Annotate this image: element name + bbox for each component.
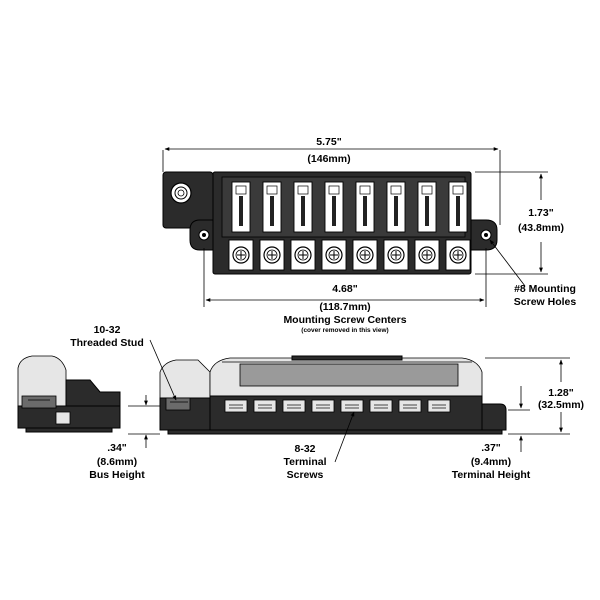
side-terminal-row	[224, 399, 451, 413]
fuse-head	[266, 185, 278, 195]
terminal-screw-slot	[454, 251, 462, 259]
mounting-holes-label-line2: Screw Holes	[514, 296, 577, 308]
terminal-height-inches-label: .37"	[481, 442, 501, 454]
terminal-screw-slot	[392, 251, 400, 259]
fuse-head	[235, 185, 247, 195]
terminal-screw-slot	[237, 251, 245, 259]
side-terminal	[253, 399, 277, 413]
fuse-blade	[301, 196, 305, 226]
screw-centers-title: Mounting Screw Centers	[283, 314, 406, 326]
fuse-blade	[270, 196, 274, 226]
screw-centers-mm-label: (118.7mm)	[319, 301, 370, 313]
side-terminal	[311, 399, 335, 413]
side-terminal	[282, 399, 306, 413]
end-view-foot	[25, 427, 113, 433]
overall-height-inches-label: 1.28"	[548, 387, 573, 399]
right-mounting-hole-center	[484, 233, 488, 237]
width-mm-label: (146mm)	[307, 153, 350, 165]
terminal-screw-slot	[299, 251, 307, 259]
bus-height-title: Bus Height	[89, 469, 145, 481]
overall-height-mm-label: (32.5mm)	[538, 399, 584, 411]
terminal-screws-label-line1: 8-32	[294, 443, 315, 455]
fuse-head	[297, 185, 309, 195]
top-view: 5.75" (146mm) 1.73" (43.8mm) #8 Mounting…	[162, 136, 577, 334]
fuse-blade	[332, 196, 336, 226]
terminal-screws-label-line2: Terminal	[284, 456, 327, 468]
terminal-screw-slot	[268, 251, 276, 259]
side-view-cover-window	[239, 363, 459, 387]
side-terminal	[427, 399, 451, 413]
stud-leader	[149, 339, 177, 401]
mounting-holes-leader	[489, 239, 526, 287]
fuse-blade	[425, 196, 429, 226]
terminal-screw-slot	[330, 251, 338, 259]
fuse-head	[390, 185, 402, 195]
stud-center	[177, 189, 185, 197]
fuse-blade	[363, 196, 367, 226]
side-terminal	[224, 399, 248, 413]
fuse-head	[359, 185, 371, 195]
end-view-stud-plate	[21, 395, 57, 409]
stud-label-line2: Threaded Stud	[70, 337, 144, 349]
screw-centers-inches-label: 4.68"	[332, 283, 357, 295]
end-view-nut	[55, 411, 71, 425]
stud-label-line1: 10-32	[94, 324, 121, 336]
terminal-screw-slot	[423, 251, 431, 259]
fuse-head	[328, 185, 340, 195]
width-inches-label: 5.75"	[316, 136, 341, 148]
side-view-cover-label-strip	[291, 355, 403, 361]
terminal-screw-slot	[361, 251, 369, 259]
terminal-screws-leader	[334, 411, 355, 463]
fuse-head	[421, 185, 433, 195]
side-view: 10-32 Threaded Stud .34" (8.6mm) Bus Hei…	[70, 324, 584, 481]
fuse-blade	[239, 196, 243, 226]
height-inches-label: 1.73"	[528, 207, 553, 219]
side-view-stud-cover	[159, 359, 211, 399]
bus-height-mm-label: (8.6mm)	[97, 456, 137, 468]
side-terminal	[369, 399, 393, 413]
terminal-screws-label-line3: Screws	[287, 469, 324, 481]
height-mm-label: (43.8mm)	[518, 222, 564, 234]
fuse-blade	[394, 196, 398, 226]
end-view	[17, 355, 121, 433]
terminal-height-mm-label: (9.4mm)	[471, 456, 511, 468]
cover-removed-note: (cover removed in this view)	[301, 327, 388, 334]
fuse-head	[452, 185, 464, 195]
fuse-row	[231, 181, 468, 233]
fuse-blade	[456, 196, 460, 226]
side-view-foot	[167, 429, 503, 435]
terminal-height-title: Terminal Height	[452, 469, 531, 481]
mounting-holes-label-line1: #8 Mounting	[514, 283, 576, 295]
end-view-cover	[17, 355, 67, 409]
side-terminal	[340, 399, 364, 413]
side-terminal	[398, 399, 422, 413]
left-mounting-hole-center	[202, 233, 206, 237]
side-view-right-ear	[481, 403, 507, 431]
side-view-stud-plate	[165, 397, 191, 411]
bus-height-inches-label: .34"	[107, 442, 127, 454]
terminal-row	[228, 239, 471, 271]
